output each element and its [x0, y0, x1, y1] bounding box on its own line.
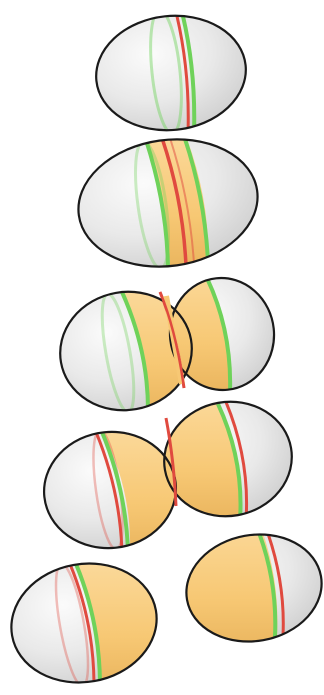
stage-1-cell	[90, 8, 251, 137]
stage-4-cell	[38, 392, 301, 555]
stage-2-cell	[70, 128, 266, 278]
stage-5-daughter-cells	[2, 520, 324, 694]
stage-3-cell	[51, 270, 280, 421]
